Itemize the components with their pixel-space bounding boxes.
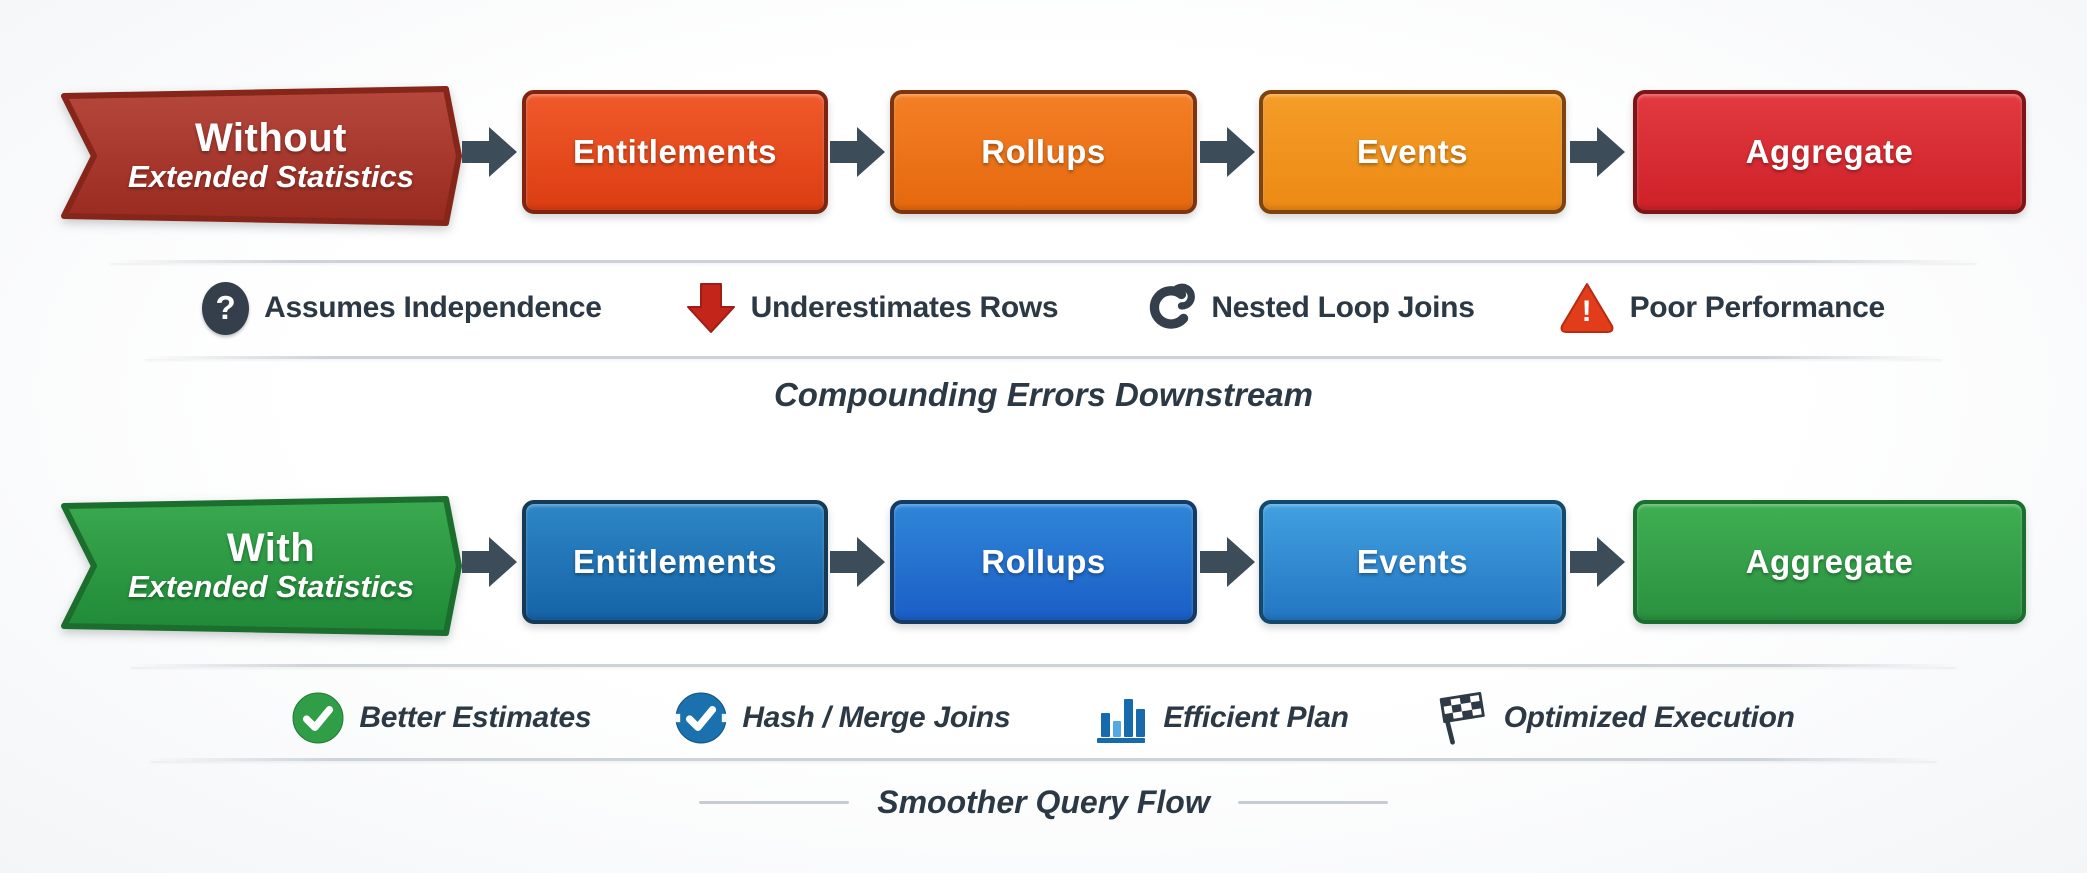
annotation-efficient-plan: Efficient Plan — [1094, 691, 1349, 745]
banner-title: Without — [195, 116, 347, 161]
caption-dash-right — [1237, 801, 1388, 804]
banner-subtitle: Extended Statistics — [128, 159, 414, 195]
separator-line — [145, 356, 1942, 359]
flow-arrow-icon — [830, 537, 885, 587]
annotation-label: Assumes Independence — [264, 291, 602, 324]
step-box-rollups-without: Rollups — [890, 90, 1197, 214]
banner-without-extended-statistics: Without Extended Statistics — [48, 84, 464, 228]
step-label: Entitlements — [572, 133, 778, 170]
step-label: Events — [1356, 133, 1469, 170]
step-box-aggregate-without: Aggregate — [1633, 90, 2026, 214]
step-label: Entitlements — [572, 543, 778, 580]
flow-arrow-icon — [1570, 537, 1625, 587]
flow-arrow-icon — [830, 127, 885, 177]
flow-arrow-icon — [1200, 537, 1255, 587]
question-glyph: ? — [215, 289, 236, 326]
ribbon-shape — [61, 86, 462, 226]
step-box-entitlements-with: Entitlements — [522, 500, 828, 624]
ribbon-shape — [61, 496, 462, 636]
annotation-optimized-execution: Optimized Execution — [1433, 690, 1795, 746]
separator-line — [110, 260, 1977, 263]
check-circle-blue-icon — [675, 692, 728, 744]
bar-chart-icon — [1097, 699, 1146, 743]
checkered-flag-icon — [1439, 691, 1485, 745]
annotation-nested-loop-joins: Nested Loop Joins — [1142, 281, 1475, 335]
caption-smoother-query-flow-row: Smoother Query Flow — [0, 784, 2087, 821]
banner-title: With — [226, 526, 316, 571]
question-circle-icon: ? — [202, 281, 250, 335]
caption-compounding-errors: Compounding Errors Downstream — [773, 376, 1314, 413]
step-box-events-with: Events — [1259, 500, 1566, 624]
step-box-events-without: Events — [1259, 90, 1566, 214]
annotation-underestimates-rows: Underestimates Rows — [686, 282, 1059, 334]
annotation-label: Poor Performance — [1629, 291, 1886, 324]
step-box-aggregate-with: Aggregate — [1633, 500, 2026, 624]
step-label: Rollups — [981, 543, 1106, 580]
warning-triangle-icon: ! — [1559, 282, 1615, 334]
flow-arrow-icon — [1570, 127, 1625, 177]
banner-with-extended-statistics: With Extended Statistics — [48, 494, 464, 638]
annotation-better-estimates: Better Estimates — [292, 692, 592, 744]
annotation-label: Optimized Execution — [1503, 701, 1795, 734]
step-label: Events — [1356, 543, 1469, 580]
banner-subtitle: Extended Statistics — [128, 569, 414, 605]
separator-line — [150, 758, 1937, 761]
annotation-poor-performance: ! Poor Performance — [1559, 282, 1885, 334]
caption-dash-left — [699, 801, 850, 804]
down-arrow-icon — [686, 283, 735, 333]
flow-arrow-icon — [462, 127, 517, 177]
exclamation-glyph: ! — [1581, 295, 1592, 328]
nested-loop-icon — [1150, 283, 1196, 329]
caption-smoother-query-flow: Smoother Query Flow — [877, 784, 1210, 820]
annotation-hash-merge-joins: Hash / Merge Joins — [675, 692, 1011, 744]
step-label: Aggregate — [1745, 133, 1914, 170]
check-circle-green-icon — [292, 692, 344, 744]
annotation-row-with: Better Estimates Hash / Merge Joins Effi… — [0, 682, 2087, 754]
annotation-label: Efficient Plan — [1163, 701, 1349, 734]
step-box-entitlements-without: Entitlements — [522, 90, 828, 214]
annotation-label: Underestimates Rows — [750, 291, 1059, 324]
step-label: Rollups — [981, 133, 1106, 170]
separator-line — [130, 664, 1957, 667]
annotation-label: Hash / Merge Joins — [742, 701, 1011, 734]
annotation-row-without: ? Assumes Independence Underestimates Ro… — [0, 272, 2087, 344]
annotation-assumes-independence: ? Assumes Independence — [202, 281, 602, 335]
step-box-rollups-with: Rollups — [890, 500, 1197, 624]
step-label: Aggregate — [1745, 543, 1914, 580]
flow-arrow-icon — [462, 537, 517, 587]
flow-arrow-icon — [1200, 127, 1255, 177]
annotation-label: Better Estimates — [359, 701, 592, 734]
annotation-label: Nested Loop Joins — [1211, 291, 1475, 324]
